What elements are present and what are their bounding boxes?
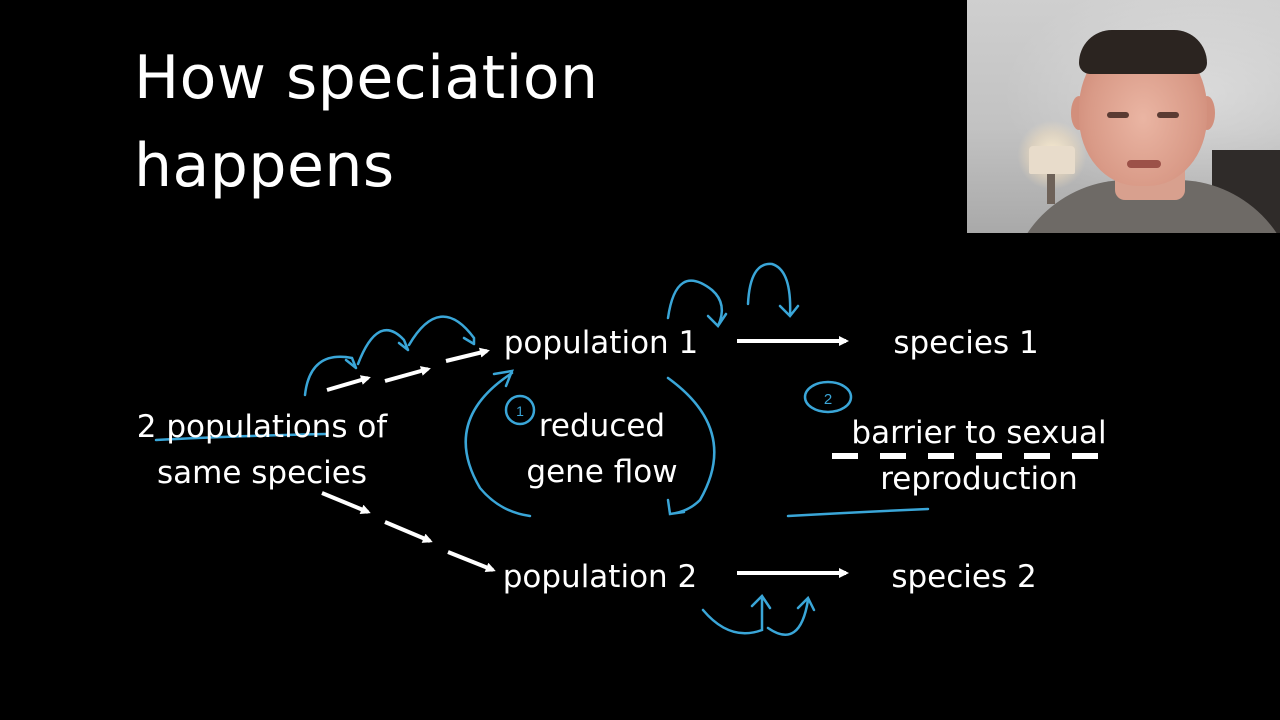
- dashed-arrow-to-population-1: [326, 347, 490, 392]
- right-bracket-curve: [666, 376, 716, 516]
- population-2-label: population 2: [502, 559, 698, 595]
- step-marker-2-label: 2: [824, 391, 832, 408]
- hop-loop-icon: [766, 595, 816, 636]
- step-marker-1-label: 1: [516, 403, 524, 419]
- hop-loop-icon: [356, 328, 410, 366]
- hop-loop-icon: [746, 262, 800, 318]
- handwritten-annotations: [154, 262, 930, 636]
- start-populations-label: 2 populations of same species: [130, 404, 394, 496]
- slide-title-line-1: How speciation: [134, 43, 599, 113]
- mechanism-2-label-line-2: reproduction: [880, 461, 1078, 497]
- left-bracket-curve: [464, 369, 532, 518]
- lamp-icon: [1029, 146, 1075, 174]
- population-1-label: population 1: [503, 325, 699, 361]
- dashed-arrow-to-population-2: [321, 491, 496, 573]
- species-1-label: species 1: [893, 325, 1039, 361]
- mechanism-2-label-line-1: barrier to sexual: [851, 415, 1107, 451]
- start-populations-label-line-2: same species: [156, 455, 368, 491]
- hop-loop-icon: [303, 355, 358, 397]
- mechanism-2-label: barrier to sexual reproduction: [840, 410, 1118, 502]
- mechanism-1-label-line-2: gene flow: [526, 454, 678, 490]
- presenter-hair: [1079, 30, 1207, 74]
- hop-loop-icon: [701, 594, 772, 635]
- hop-loop-icon: [666, 279, 728, 328]
- underline-stroke: [154, 432, 328, 442]
- slide-title-line-2: happens: [134, 131, 395, 201]
- barrier-underline-stroke: [786, 507, 930, 518]
- slide-title: How speciation happens: [134, 34, 599, 210]
- mechanism-1-label: reduced gene flow: [514, 403, 690, 495]
- species-2-label: species 2: [891, 559, 1037, 595]
- mechanism-1-label-line-1: reduced: [538, 408, 666, 444]
- presenter-webcam-feed: [967, 0, 1280, 233]
- step-marker-1-circle: [504, 394, 536, 426]
- hop-loop-icon: [407, 315, 476, 347]
- step-marker-2-circle: [803, 380, 853, 414]
- start-populations-label-line-1: 2 populations of: [136, 409, 388, 445]
